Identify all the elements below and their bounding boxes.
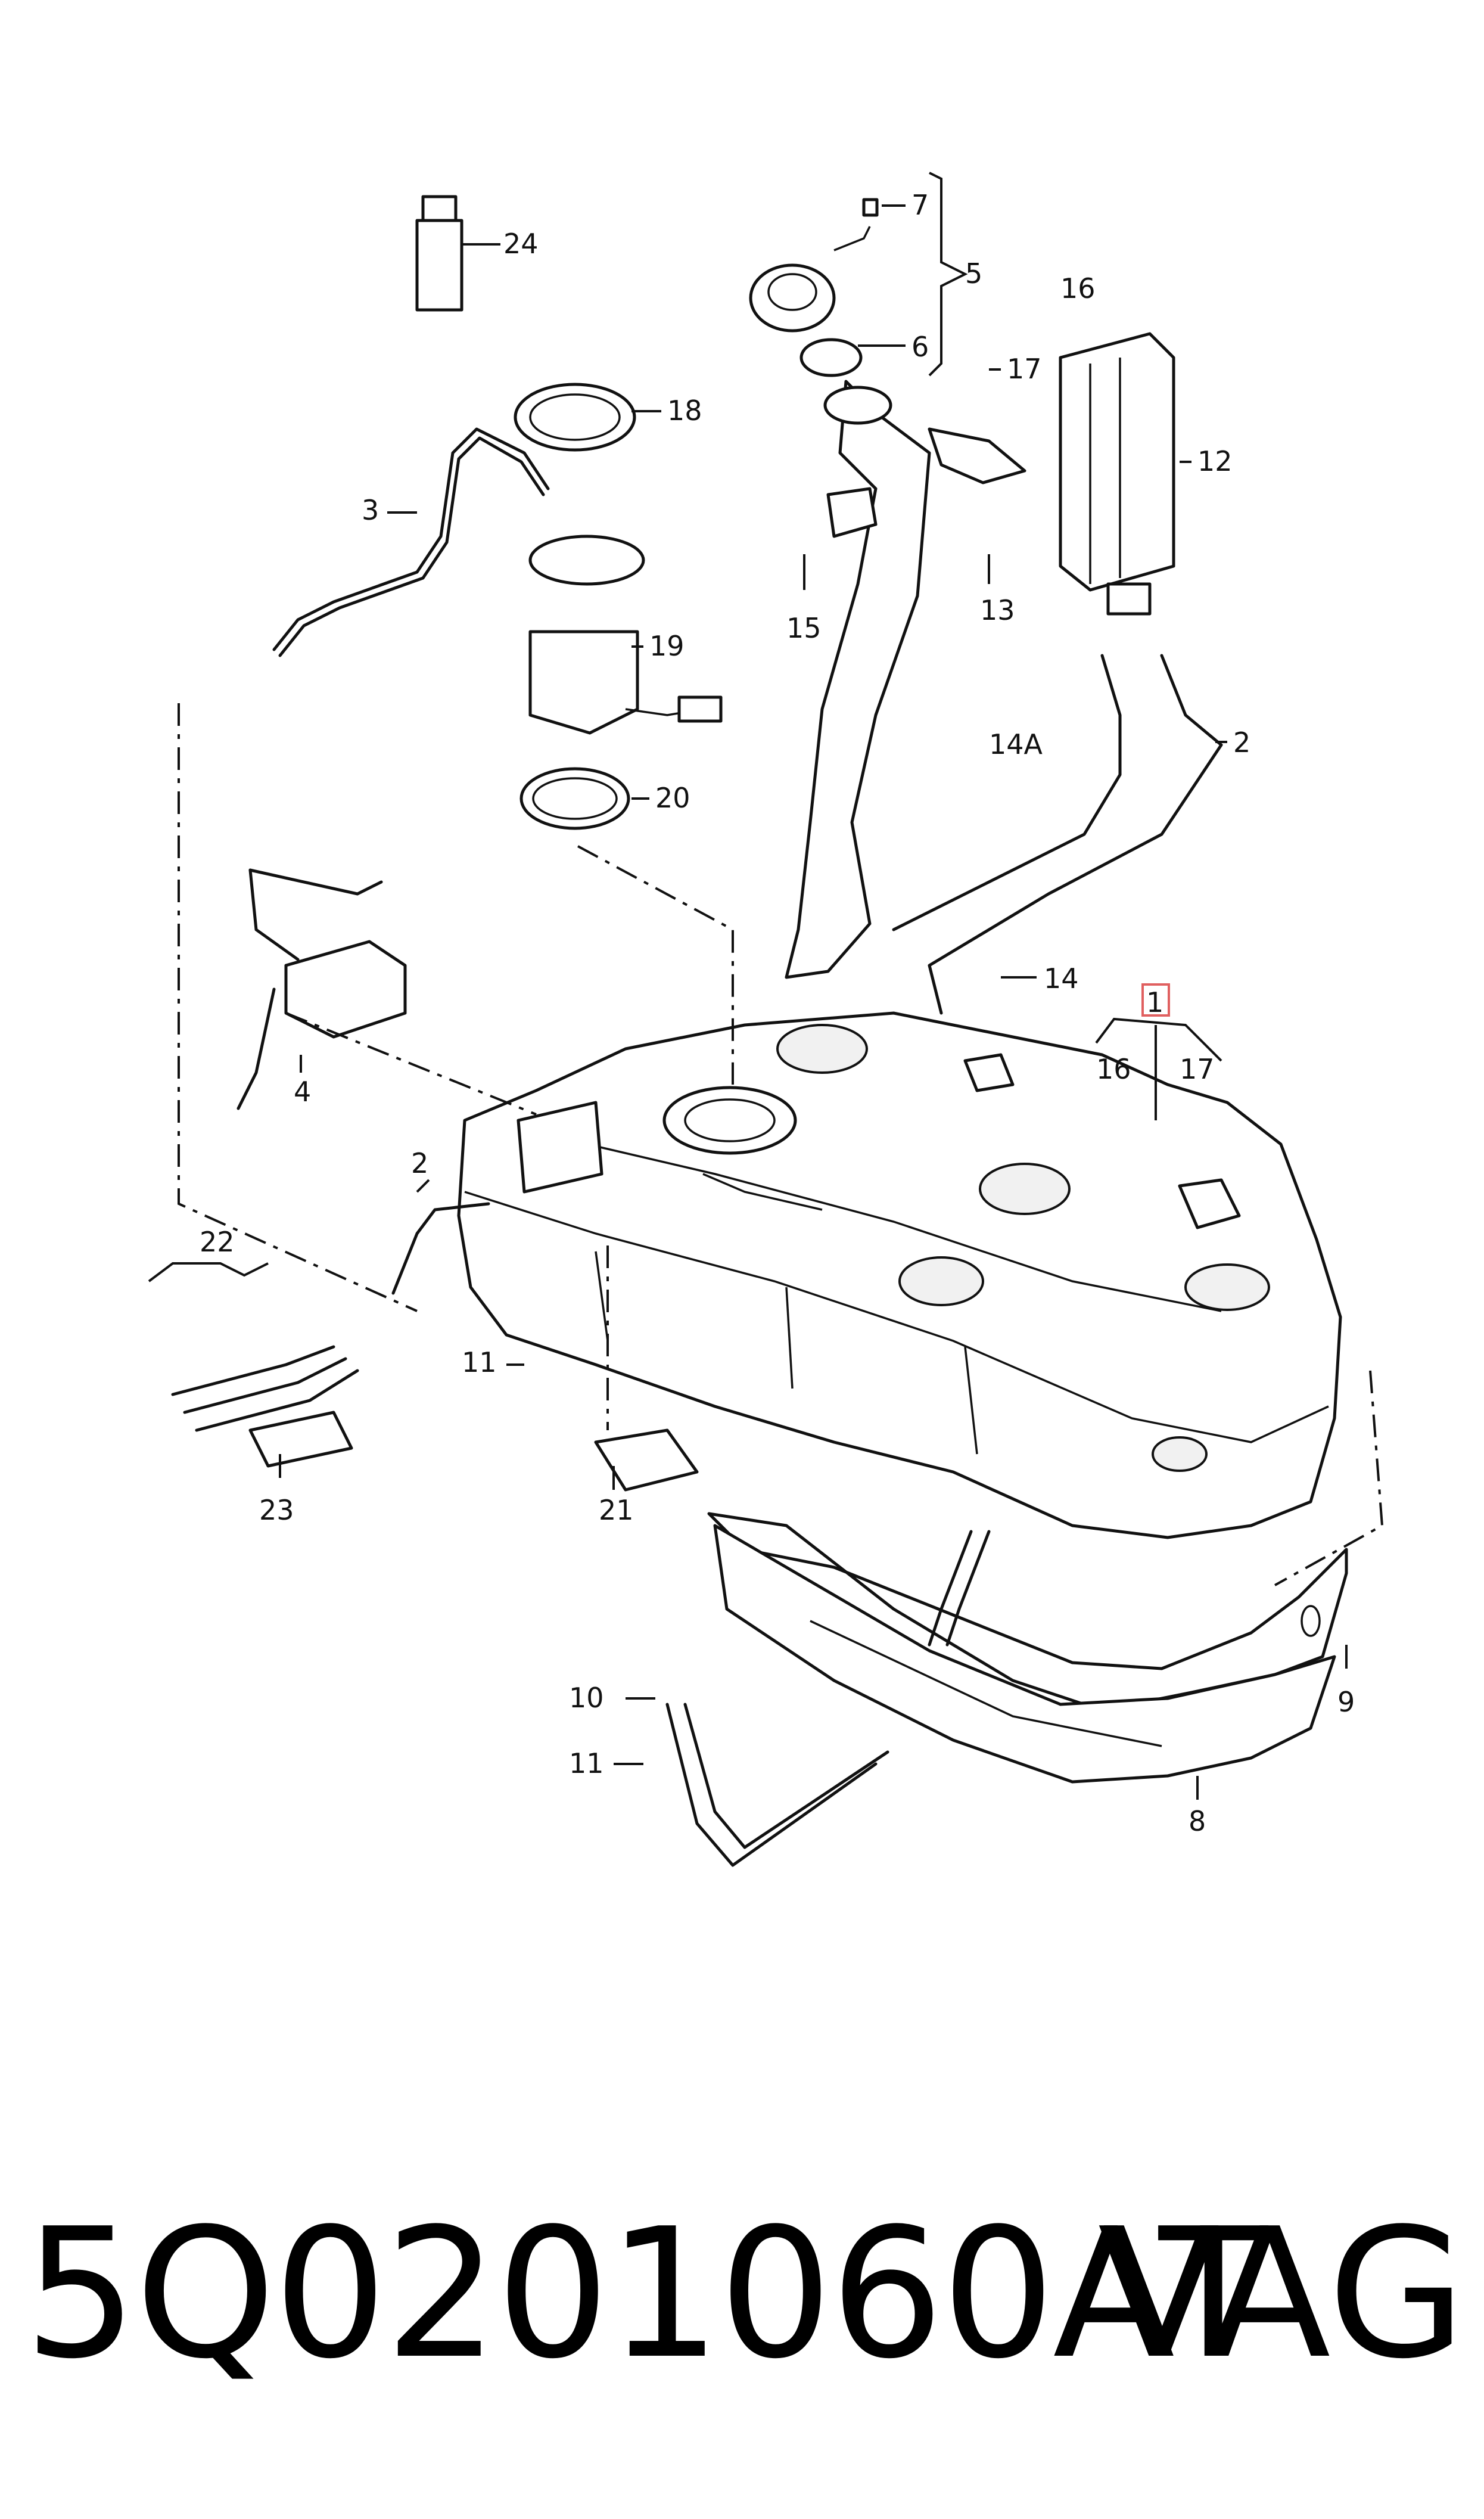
callout-14a: 14A [989,728,1043,760]
callout-10: 10 [569,1682,604,1714]
callout-16: 16 [1060,272,1096,305]
callout-23: 23 [259,1494,294,1526]
callout-2: 2 [1233,726,1250,759]
callout-17: 17 [1007,353,1042,385]
callout-16: 16 [1096,1053,1131,1085]
harness-and-brackets [171,1345,699,1492]
callout-leaders [148,172,1348,1800]
fuel-tank-exploded-diagram: 1 2 2 3 4 5 6 7 8 9 10 11 11 12 13 14 14… [148,172,1384,1867]
callout-15: 15 [786,612,822,644]
sender-module [237,868,407,1110]
callout-21: 21 [599,1494,634,1526]
callout-19: 19 [649,630,685,662]
tank-straps [665,1530,991,1867]
filler-neck [785,380,1026,979]
callout-9: 9 [1337,1686,1355,1718]
callout-8: 8 [1189,1805,1206,1837]
part-number: 5Q0201060AT [24,2190,1268,2398]
carbon-canister [1059,332,1175,616]
callout-11: 11 [569,1747,604,1779]
brand-name: VAG [1097,2190,1466,2398]
bottle [415,195,463,312]
fuel-cap [749,198,879,377]
callout-22: 22 [200,1226,235,1258]
callout-12: 12 [1197,445,1233,477]
callout-5: 5 [965,257,982,290]
callout-1-highlight [1141,983,1170,1017]
callout-20: 20 [655,782,690,814]
fuel-tank [457,1011,1342,1539]
callout-labels: 1 2 2 3 4 5 6 7 8 9 10 11 11 12 13 14 14… [200,189,1355,1837]
assembly-guides [178,703,1384,1586]
callout-2: 2 [411,1147,428,1179]
callout-4: 4 [294,1076,311,1108]
callout-6: 6 [911,331,929,363]
callout-1: 1 [1146,986,1163,1018]
callout-13: 13 [980,594,1015,626]
tank-shield [707,1512,1348,1784]
callout-24: 24 [503,228,539,260]
callout-11: 11 [462,1346,497,1378]
callout-3: 3 [362,494,379,526]
fuel-pump [514,383,723,830]
callout-18: 18 [667,395,702,427]
callout-14: 14 [1044,962,1079,995]
fuel-lines [272,427,1223,1295]
callout-7: 7 [911,189,929,221]
callout-17: 17 [1180,1053,1215,1085]
